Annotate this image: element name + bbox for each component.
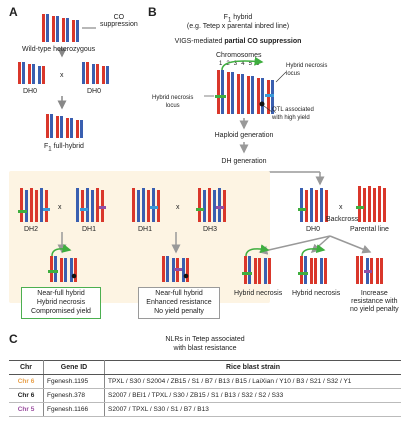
- haploid-generation-label: Haploid generation: [214, 132, 274, 139]
- dh0-right-chromosomes: [82, 62, 109, 84]
- f1-full-hybrid-label: F1 full-hybrid: [44, 143, 84, 153]
- backcross-result-label-3: Increase resistance with no yield penalt…: [350, 290, 399, 313]
- outcome-line: Hybrid necrosis: [36, 299, 86, 306]
- dh3-chromosomes: [196, 188, 226, 222]
- backcross-result-3: [356, 256, 383, 284]
- chr-cell: Chr 6: [9, 388, 44, 403]
- panel-b-letter: B: [148, 5, 157, 19]
- dh1-label-b: DH1: [138, 226, 153, 233]
- parental-line-chromosomes: [356, 186, 386, 222]
- backcross-result-2: [298, 256, 327, 284]
- table-row: Chr 5 Fgenesh.1166 S2007 / TPXL / S30 / …: [9, 402, 401, 417]
- panel-c-letter: C: [9, 332, 18, 346]
- dh-lines-diagram: [18, 186, 386, 284]
- dh3-label: DH3: [203, 226, 218, 233]
- f1-hybrid-title: F1 hybrid: [223, 14, 253, 24]
- outcome-line: No yield penalty: [154, 308, 204, 315]
- chr-cell: Chr 5: [9, 402, 44, 417]
- dh0-left-label: DH0: [23, 88, 38, 95]
- chr-cell: Chr 6: [9, 374, 44, 389]
- dh2-chromosomes: [18, 188, 50, 222]
- strain-cell: S2007 / TPXL / S30 / S1 / B7 / B13: [104, 402, 401, 417]
- backcross-label: Backcross: [326, 216, 359, 223]
- wt-chromosomes: [42, 14, 79, 42]
- chromosome-numbers: 1 2 3 4 5 6: [219, 61, 261, 67]
- gene-cell: Fgenesh.1195: [43, 374, 105, 389]
- dh0-label: DH0: [306, 226, 321, 233]
- nlr-table: Chr Gene ID Rice blast strain Chr 6 Fgen…: [9, 360, 401, 417]
- table-header-row: Chr Gene ID Rice blast strain: [9, 360, 401, 375]
- strain-cell: S2007 / BEI1 / TPXL / S30 / ZB15 / S1 / …: [104, 388, 401, 403]
- chromosomes-label: Chromosomes: [216, 52, 262, 59]
- backcross-result-label-1: Hybrid necrosis: [234, 290, 283, 297]
- parental-line-label: Parental line: [350, 226, 389, 233]
- dh1-chromosomes-b: [132, 188, 160, 222]
- nlr-title-line1: NLRs in Tetep associated: [165, 336, 245, 343]
- strain-cell: TPXL / S30 / S2004 / ZB15 / S1 / B7 / B1…: [104, 374, 401, 389]
- result-hybrid-necrosis-chromosomes: [48, 256, 77, 282]
- vigs-title: VIGS-mediated partial CO suppression: [174, 38, 302, 45]
- gene-cell: Fgenesh.1166: [43, 402, 105, 417]
- nlr-title-line2: with blast resistance: [173, 345, 237, 352]
- gene-cell: Fgenesh.378: [43, 388, 105, 403]
- cross-symbol: x: [60, 72, 64, 79]
- outcome-line: Compromised yield: [31, 308, 91, 315]
- panel-a-diagram: [18, 14, 109, 138]
- co-suppression-label: CO suppression: [100, 14, 138, 28]
- panel-a-letter: A: [9, 5, 18, 19]
- header-gene-id: Gene ID: [43, 360, 105, 375]
- cross-example: (e.g. Tetep x parental inbred line): [186, 23, 290, 30]
- cross-dh1-dh3: x: [176, 204, 180, 211]
- header-blast-strain: Rice blast strain: [104, 360, 401, 375]
- cross-dh2-dh1: x: [58, 204, 62, 211]
- dh1-label-a: DH1: [82, 226, 97, 233]
- f1-chromosomes: [46, 114, 83, 138]
- dh0-left-chromosomes: [18, 62, 45, 84]
- dh2-label: DH2: [24, 226, 39, 233]
- f1-hybrid-chromosomes: [215, 70, 274, 114]
- outcome-line: Near-full hybrid: [155, 290, 203, 297]
- outcome-line: Near-full hybrid: [37, 290, 85, 297]
- wild-type-label: Wild-type heterozygous: [22, 46, 96, 53]
- backcross-result-label-2: Hybrid necrosis: [292, 290, 341, 297]
- dh0-chromosomes: [298, 188, 328, 222]
- table-row: Chr 6 Fgenesh.378 S2007 / BEI1 / TPXL / …: [9, 388, 401, 403]
- result-resistance-chromosomes: [162, 256, 189, 282]
- outcome-box-hybrid-necrosis: Near-full hybrid Hybrid necrosis Comprom…: [21, 287, 101, 319]
- outcome-line: Enhanced resistance: [146, 299, 212, 306]
- dh-generation-label: DH generation: [221, 158, 267, 165]
- cross-backcross: x: [339, 204, 343, 211]
- backcross-result-1: [242, 256, 271, 284]
- outcome-box-enhanced-resistance: Near-full hybrid Enhanced resistance No …: [138, 287, 220, 319]
- dh1-chromosomes-a: [76, 188, 106, 222]
- dh0-right-label: DH0: [87, 88, 102, 95]
- table-row: Chr 6 Fgenesh.1195 TPXL / S30 / S2004 / …: [9, 374, 401, 389]
- header-chr: Chr: [9, 360, 44, 375]
